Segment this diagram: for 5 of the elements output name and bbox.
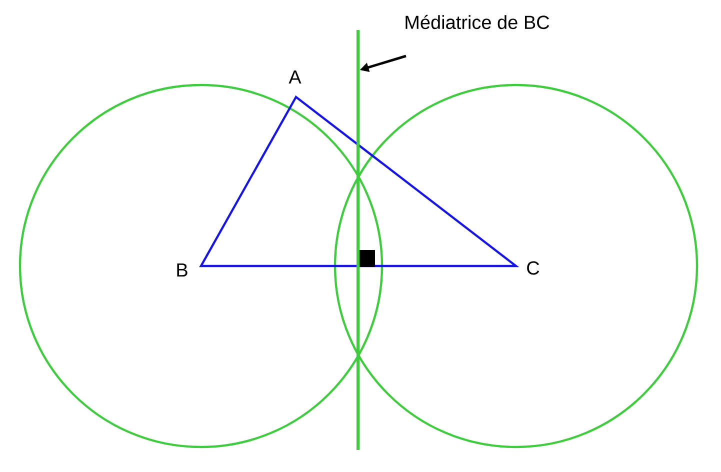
title-label: Médiatrice de BC <box>406 14 550 30</box>
point-label: C <box>527 261 540 275</box>
point-label: A <box>288 70 302 84</box>
point-label: B <box>177 263 188 277</box>
bisector-line <box>356 30 360 450</box>
